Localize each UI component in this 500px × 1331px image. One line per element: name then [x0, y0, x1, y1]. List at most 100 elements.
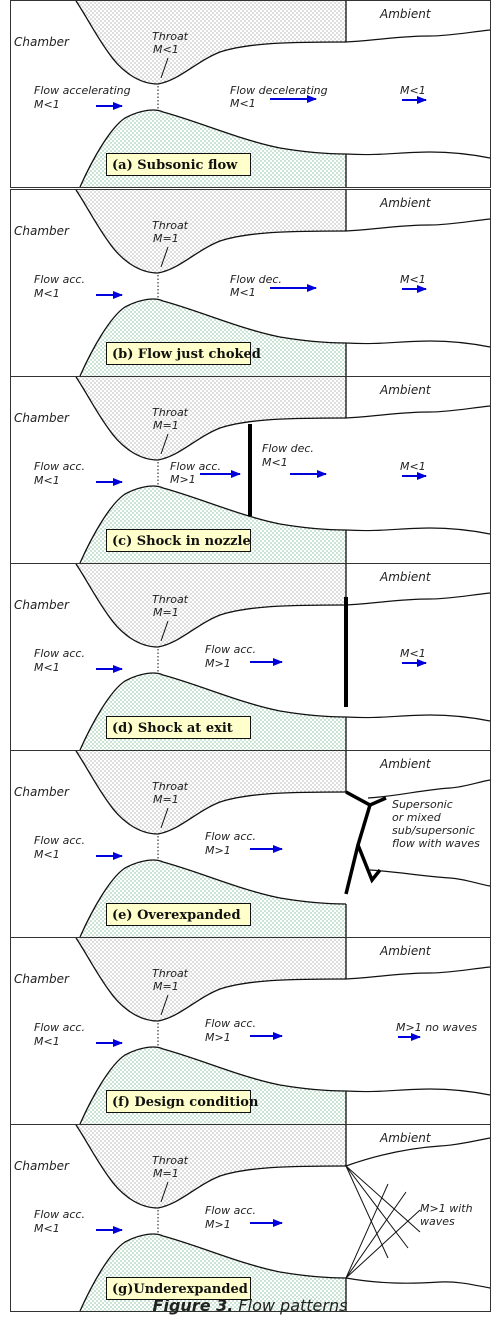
upper-nozzle-wall: [76, 190, 346, 273]
panel-caption: (a) Subsonic flow: [112, 158, 238, 173]
throat-mach-label: M=1: [153, 793, 179, 806]
lower-wall-contour: [79, 1046, 347, 1125]
panel-caption-box: [106, 716, 251, 739]
expansion-wave: [345, 1183, 389, 1279]
lower-wall-contour: [79, 672, 347, 751]
upper-wall-contour: [75, 0, 347, 85]
jet-boundary-upper: [345, 405, 491, 419]
divergent-flow-label: Flow acc.: [205, 1204, 256, 1217]
upper-nozzle-wall: [76, 1125, 346, 1208]
divergent-flow-label: Flow acc.: [205, 1017, 256, 1030]
outlet-state-label: M>1 no waves: [396, 1021, 477, 1034]
throat-leader: [160, 57, 169, 79]
ambient-label: Ambient: [379, 7, 432, 21]
inlet-mach-label: M<1: [34, 98, 60, 111]
throat-leader: [160, 994, 169, 1016]
throat-label: Throat: [152, 30, 189, 43]
inlet-mach-label: M<1: [34, 661, 60, 674]
panel-caption-box: [106, 1277, 251, 1300]
throat-mach-label: M=1: [153, 606, 179, 619]
panel-caption: (f) Design condition: [112, 1095, 259, 1110]
figure-caption-label: Figure 3.: [152, 1296, 234, 1315]
divergent-flow-label: Flow dec.: [230, 273, 282, 286]
divergent-flow-label: Flow decelerating: [230, 84, 328, 97]
throat-mach-label: M=1: [153, 980, 179, 993]
ambient-label: Ambient: [379, 196, 432, 210]
outlet-description-line: waves: [420, 1215, 455, 1228]
throat-mach-label: M=1: [153, 1167, 179, 1180]
upper-wall-contour: [75, 750, 347, 835]
panel-caption-box: [106, 903, 251, 926]
inlet-mach-label: M<1: [34, 287, 60, 300]
inlet-flow-label: Flow acc.: [34, 273, 85, 286]
throat-leader: [160, 1181, 169, 1203]
divergent-flow-label: Flow acc.: [205, 830, 256, 843]
jet-boundary-lower: [345, 340, 491, 348]
upper-wall-contour: [75, 937, 347, 1022]
divergent-mach-label: M<1: [230, 286, 256, 299]
outlet-description-line: flow with waves: [392, 837, 480, 850]
divergent-mach-label: M>1: [170, 473, 196, 486]
lower-wall-contour: [79, 485, 347, 564]
inlet-mach-label: M<1: [34, 1222, 60, 1235]
panel-caption: (c) Shock in nozzle: [112, 534, 251, 549]
ambient-label: Ambient: [379, 570, 432, 584]
panel-caption: (d) Shock at exit: [112, 721, 233, 736]
inlet-flow-label: Flow acc.: [34, 834, 85, 847]
expansion-wave: [345, 1165, 409, 1249]
inlet-flow-label: Flow acc.: [34, 647, 85, 660]
throat-label: Throat: [152, 1154, 189, 1167]
divergent-mach-label: M>1: [205, 844, 231, 857]
chamber-label: Chamber: [14, 785, 70, 799]
inlet-mach-label: M<1: [34, 1035, 60, 1048]
expansion-wave: [345, 1191, 407, 1279]
throat-leader: [160, 807, 169, 829]
outlet-description-line: M>1 with: [420, 1202, 473, 1215]
jet-boundary-upper: [345, 1137, 491, 1167]
lower-wall-contour: [79, 298, 347, 377]
panel-caption-box: [106, 153, 251, 176]
outlet-mach-label: M<1: [400, 273, 426, 286]
divergent-mach-label: M>1: [205, 1031, 231, 1044]
upper-wall-contour: [75, 563, 347, 648]
throat-label: Throat: [152, 219, 189, 232]
jet-boundary-lower: [345, 527, 491, 535]
throat-label: Throat: [152, 406, 189, 419]
inlet-flow-label: Flow acc.: [34, 1021, 85, 1034]
outlet-description-line: sub/supersonic: [392, 824, 475, 837]
ambient-label: Ambient: [379, 944, 432, 958]
lower-wall-contour: [79, 109, 347, 188]
jet-boundary-lower: [345, 1088, 491, 1096]
ambient-label: Ambient: [379, 757, 432, 771]
upper-nozzle-wall: [76, 938, 346, 1021]
post-shock-flow-label: Flow dec.: [262, 442, 314, 455]
divergent-flow-label: Flow acc.: [170, 460, 221, 473]
panel-caption: (b) Flow just choked: [112, 347, 261, 362]
jet-boundary-lower: [345, 1277, 491, 1289]
throat-mach-label: M<1: [153, 43, 179, 56]
throat-leader: [160, 246, 169, 268]
throat-leader: [160, 620, 169, 642]
divergent-mach-label: M<1: [230, 97, 256, 110]
upper-wall-contour: [75, 189, 347, 274]
expansion-wave: [345, 1165, 389, 1259]
chamber-label: Chamber: [14, 411, 70, 425]
inlet-flow-label: Flow acc.: [34, 1208, 85, 1221]
chamber-label: Chamber: [14, 972, 70, 986]
upper-wall-contour: [75, 376, 347, 461]
jet-boundary-upper: [345, 592, 491, 606]
throat-mach-label: M=1: [153, 232, 179, 245]
throat-label: Throat: [152, 593, 189, 606]
jet-boundary-lower: [345, 151, 491, 159]
chamber-label: Chamber: [14, 35, 70, 49]
outlet-mach-label: M<1: [400, 647, 426, 660]
ambient-label: Ambient: [379, 1131, 432, 1145]
expansion-wave: [345, 1209, 421, 1279]
throat-label: Throat: [152, 780, 189, 793]
